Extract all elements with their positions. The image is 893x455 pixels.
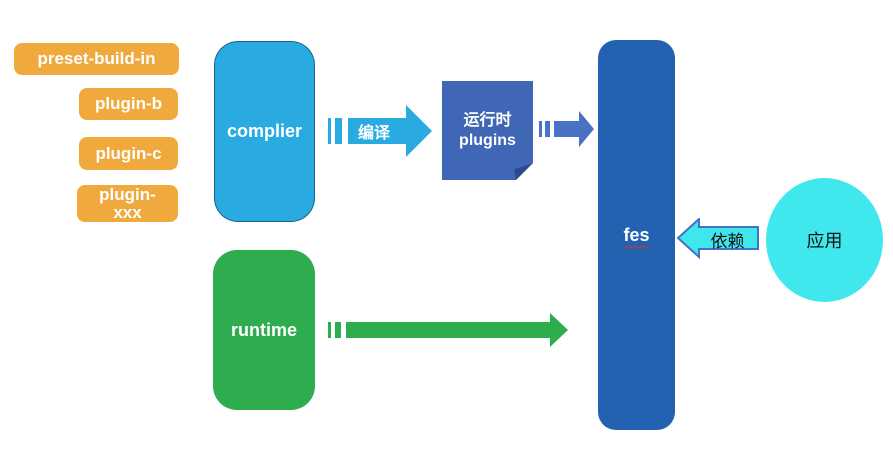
plugin-chip-plugin-c: plugin-c (79, 137, 178, 170)
runtime-box-label: runtime (230, 319, 297, 340)
runtime-to-fes-arrow-stripe (328, 322, 331, 338)
plugin-chip-plugin-b: plugin-b (79, 88, 178, 120)
runtime-plugins-box-body (442, 81, 533, 180)
plugins-to-fes-arrow-stripe (539, 121, 542, 137)
plugin-chip-label: plugin-xxx (99, 184, 156, 222)
compile-arrow-stripe (328, 118, 331, 144)
plugin-chip-preset-build-in: preset-build-in (14, 43, 179, 75)
runtime-to-fes-arrow-stripe (335, 322, 341, 338)
compile-arrow-body (348, 105, 432, 157)
fes-box: fes (598, 40, 675, 430)
compile-arrow (328, 105, 432, 157)
runtime-to-fes-arrow-body (346, 313, 568, 347)
plugin-chip-label: plugin-c (95, 143, 162, 163)
plugins-to-fes-arrow (539, 111, 594, 147)
plugins-to-fes-arrow-stripe (545, 121, 550, 137)
folded-corner (514, 163, 533, 180)
runtime-to-fes-arrow (328, 313, 568, 347)
compile-arrow-stripe (335, 118, 342, 144)
runtime-box: runtime (213, 250, 315, 410)
app-ellipse-label: 应用 (806, 231, 843, 251)
depend-arrow-body (677, 218, 759, 260)
complier-box-label: complier (226, 121, 303, 141)
plugin-chip-plugin-xxx: plugin-xxx (77, 185, 178, 222)
runtime-plugins-line1: 运行时 (463, 111, 512, 129)
app-ellipse: 应用 (766, 178, 883, 302)
depend-arrow (677, 218, 759, 260)
plugin-chip-label: plugin-b (94, 94, 163, 113)
runtime-plugins-box (442, 81, 533, 180)
fes-box-label: fes (623, 224, 650, 245)
plugin-chip-label: preset-build-in (37, 49, 156, 68)
plugins-to-fes-arrow-body (554, 111, 594, 147)
runtime-plugins-box-label: 运行时 plugins (442, 81, 533, 180)
complier-box: complier (214, 41, 315, 222)
runtime-plugins-line2: plugins (459, 131, 516, 149)
